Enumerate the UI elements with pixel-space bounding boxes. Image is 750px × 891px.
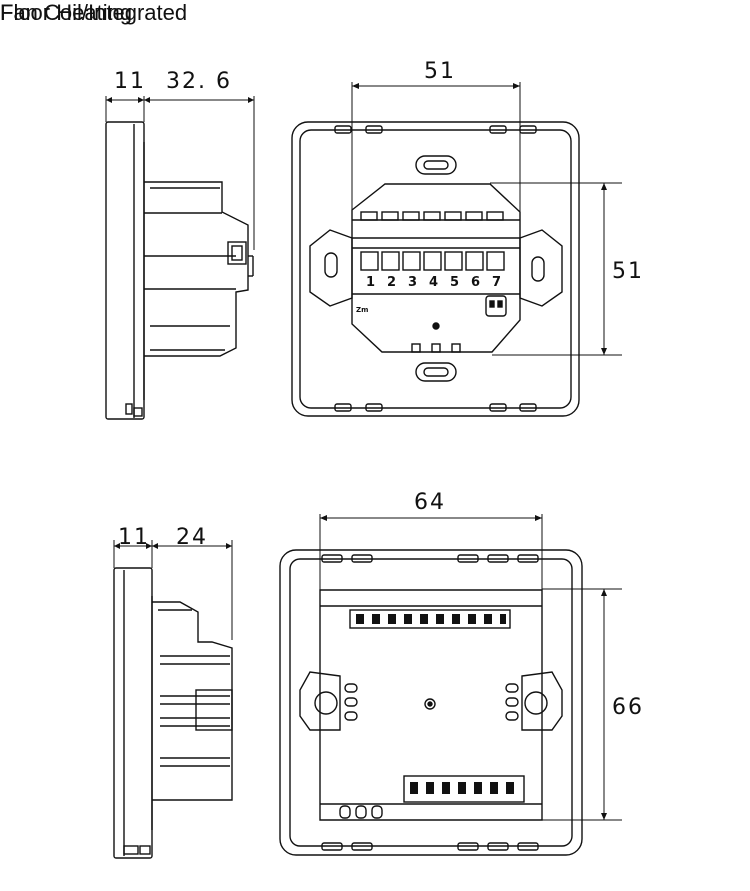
- fan-coil-front-view: [279, 514, 622, 856]
- fan-coil-side-view: [113, 540, 233, 859]
- terminal-number: 2: [387, 275, 396, 290]
- floor-heating-title: Floor Heating: [0, 0, 133, 25]
- terminal-number: 7: [492, 275, 501, 290]
- fan-depth-body-label: 24: [176, 525, 208, 550]
- terminal-number: 1: [366, 275, 375, 290]
- floor-marking: Zm: [356, 306, 368, 314]
- floor-heating-front-view: [291, 82, 622, 417]
- floor-width-label: 51: [424, 59, 456, 84]
- fan-coil-title: Fan Coil/Integrated: [0, 0, 188, 25]
- terminal-number: 4: [429, 275, 438, 290]
- floor-heating-side-view: [105, 96, 255, 420]
- fan-coil-terminal-slots: [356, 614, 514, 794]
- floor-depth-front-label: 11: [114, 69, 146, 94]
- terminal-number: 3: [408, 275, 417, 290]
- floor-height-label: 51: [612, 259, 644, 284]
- fan-height-label: 66: [612, 695, 644, 720]
- floor-depth-body-label: 32. 6: [166, 69, 232, 94]
- terminal-number: 5: [450, 275, 459, 290]
- terminal-number: 6: [471, 275, 480, 290]
- fan-depth-front-label: 11: [118, 525, 150, 550]
- fan-width-label: 64: [414, 490, 446, 515]
